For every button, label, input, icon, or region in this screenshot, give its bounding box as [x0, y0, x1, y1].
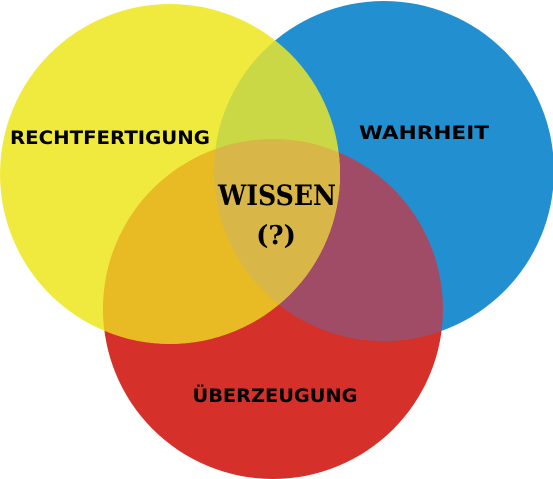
label-rechtfertigung: RECHTFERTIGUNG	[10, 127, 210, 149]
label-wahrheit: WAHRHEIT	[359, 122, 489, 144]
label-question: (?)	[256, 221, 296, 251]
label-ueberzeugung: ÜBERZEUGUNG	[193, 383, 358, 407]
overlap-rechtfertigung-ueberzeugung	[103, 139, 340, 344]
label-wissen: WISSEN	[217, 179, 336, 212]
